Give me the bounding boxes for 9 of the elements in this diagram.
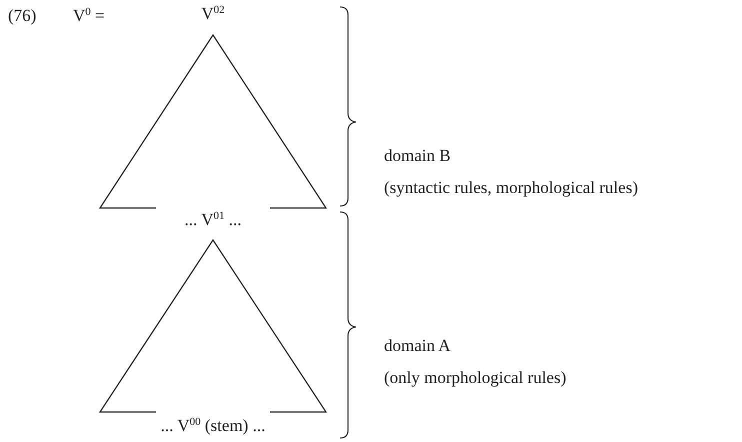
domain-description: (syntactic rules, morphological rules) xyxy=(384,178,638,198)
tree-node-label: ... V$^{01}$ ... xyxy=(184,210,242,230)
tree-node-label: ... V$^{00}$ (stem) ... xyxy=(160,416,266,436)
equation-label: V$^{0}$ = xyxy=(73,6,105,26)
domain-label: domain B xyxy=(384,146,451,166)
domain-label: domain A xyxy=(384,336,451,356)
tree-node-label: V$^{02}$ xyxy=(201,4,225,24)
domain-description: (only morphological rules) xyxy=(384,368,566,388)
example-number: (76) xyxy=(8,6,36,26)
